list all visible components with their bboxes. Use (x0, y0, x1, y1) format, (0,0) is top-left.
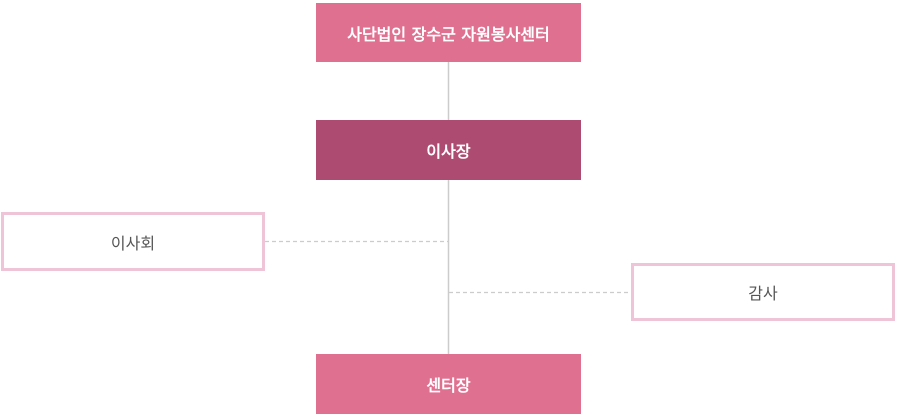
org-node-board-of-directors: 이사회 (1, 212, 265, 271)
org-node-label: 이사장 (426, 142, 471, 161)
org-node-chairperson: 이사장 (316, 120, 581, 180)
org-node-label: 감사 (748, 284, 778, 303)
org-node-label: 이사회 (110, 233, 156, 253)
org-node-auditor: 감사 (631, 263, 895, 321)
org-node-center-director: 센터장 (316, 354, 581, 414)
org-node-label: 사단법인 장수군 자원봉사센터 (347, 24, 550, 44)
org-node-volunteer-center: 사단법인 장수군 자원봉사센터 (316, 3, 581, 62)
org-node-label: 센터장 (426, 376, 471, 395)
